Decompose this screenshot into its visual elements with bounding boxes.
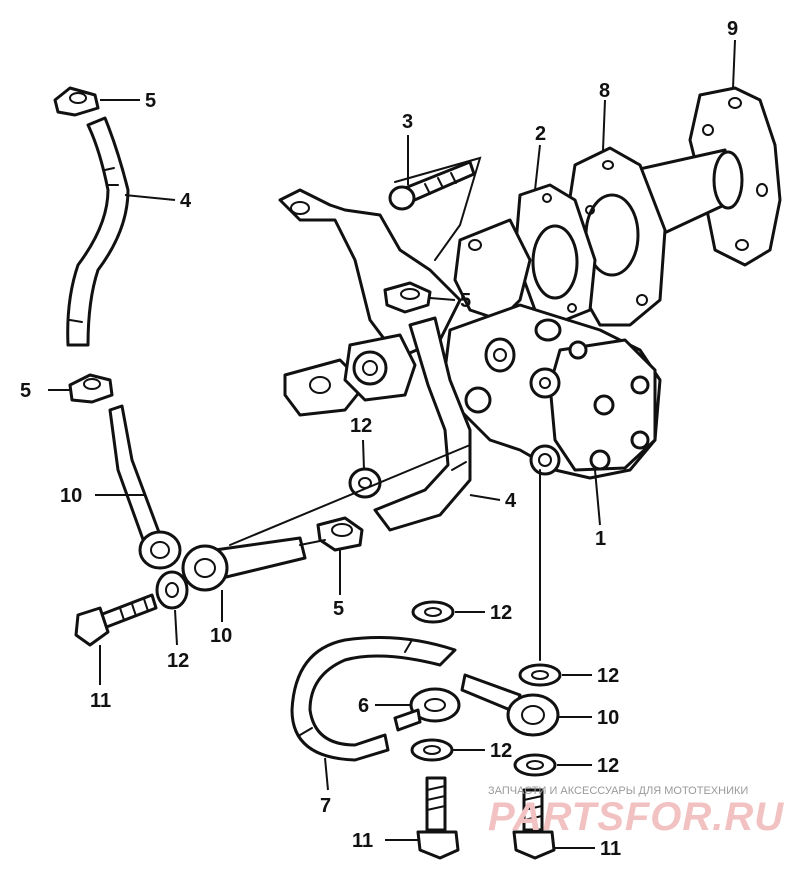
callout-3: 3	[402, 111, 413, 133]
callout-11-right: 11	[600, 838, 621, 860]
callout-7: 7	[320, 795, 331, 817]
part-5-clip-left	[68, 373, 114, 404]
callout-12-a: 12	[350, 415, 372, 437]
watermark-logo: PARTSFOR.RU	[488, 795, 784, 839]
part-10-banjo-middle	[181, 536, 326, 592]
part-4-hose-lower	[373, 316, 472, 532]
callout-11-left: 11	[90, 690, 111, 712]
mounting-bracket	[278, 188, 462, 417]
part-3-bolt	[388, 156, 482, 261]
watermark-tagline: ЗАПЧАСТИ И АКСЕССУАРЫ ДЛЯ МОТОТЕХНИКИ	[488, 785, 748, 797]
part-5-clip-middle	[383, 281, 432, 314]
part-6-union-fitting	[393, 687, 461, 732]
callout-10-left: 10	[60, 485, 82, 507]
callout-12-d: 12	[597, 665, 619, 687]
callout-4-upper: 4	[180, 190, 192, 212]
part-10-banjo-right	[460, 673, 560, 737]
part-12-washer-f	[513, 753, 557, 777]
callout-2: 2	[535, 123, 546, 145]
part-11-bolt-left	[74, 593, 158, 647]
part-2-gasket	[513, 183, 597, 324]
callout-12-f: 12	[597, 755, 619, 777]
callout-12-c: 12	[490, 602, 512, 624]
callout-12-b: 12	[167, 650, 189, 672]
leader-lines	[48, 39, 736, 849]
part-5-clip-lower	[316, 516, 364, 552]
part-12-washer-c	[411, 600, 455, 624]
callout-4-lower: 4	[505, 490, 517, 512]
watermark: ЗАПЧАСТИ И АКСЕССУАРЫ ДЛЯ МОТОТЕХНИКИ PA…	[488, 785, 784, 839]
part-5-clip-top	[53, 86, 100, 117]
callout-5-top: 5	[145, 90, 156, 112]
callout-labels: 9 8 3 2 5 4 5 5 12 4 10 1 5 12 10 12 12 …	[20, 18, 738, 860]
callout-10-right: 10	[597, 707, 619, 729]
callout-9: 9	[727, 18, 738, 40]
part-12-washer-b	[155, 570, 189, 610]
part-11-bolt-right	[512, 788, 556, 860]
callout-10-middle: 10	[210, 625, 232, 647]
part-10-banjo-left	[108, 404, 182, 570]
callout-5-lower: 5	[333, 598, 344, 620]
part-12-washer-e	[410, 738, 454, 762]
callout-8: 8	[599, 80, 610, 102]
callout-1: 1	[595, 528, 606, 550]
part-1-oil-pump	[443, 218, 662, 480]
routing-lines	[229, 444, 541, 661]
part-11-bolt-middle	[416, 776, 460, 860]
part-4-hose-upper	[66, 116, 130, 347]
callout-11-middle: 11	[352, 830, 373, 852]
part-12-washer-d	[518, 663, 562, 687]
callout-12-e: 12	[490, 740, 512, 762]
callout-5-middle: 5	[460, 290, 471, 312]
callout-6: 6	[358, 695, 369, 717]
callout-5-left: 5	[20, 380, 31, 402]
part-7-u-hose	[290, 636, 457, 762]
